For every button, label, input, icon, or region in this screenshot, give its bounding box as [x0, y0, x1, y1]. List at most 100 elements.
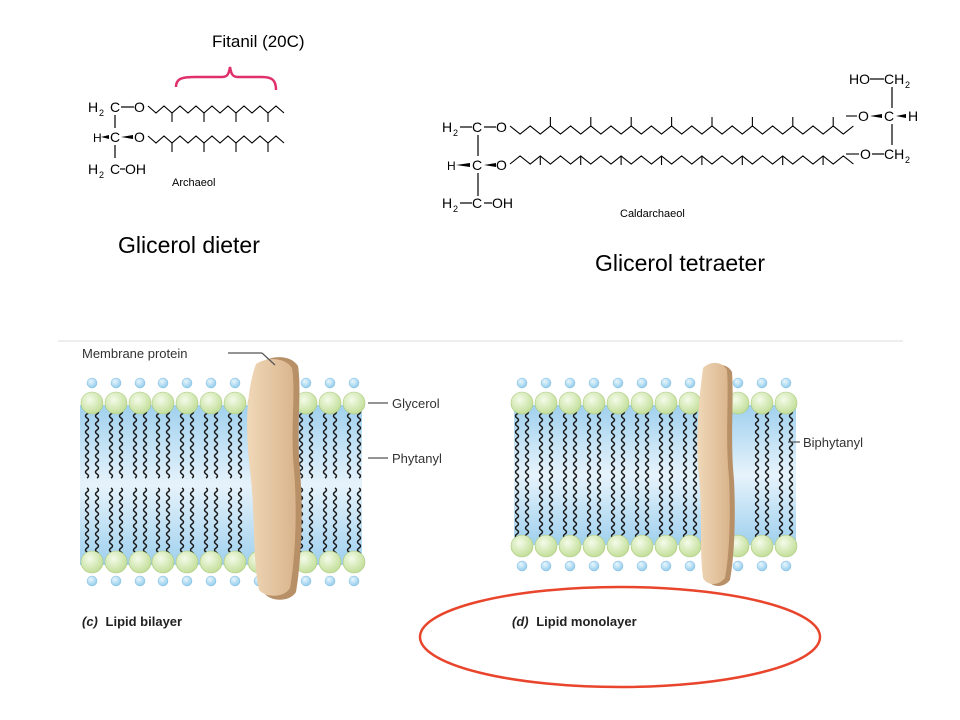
blue-head-bead: [660, 377, 672, 389]
wedge: [896, 114, 906, 118]
phytanyl-tail-lower: [237, 487, 243, 557]
glycerol-head: [223, 391, 247, 415]
biphytanyl-tail: [644, 409, 650, 539]
bilayer-membrane-body: [80, 405, 362, 565]
glycerol-head: [104, 391, 128, 415]
phytanyl-tail-lower: [203, 487, 209, 557]
glycerol-head: [199, 550, 223, 574]
archaeol-h-bot: H: [88, 161, 98, 177]
phytanyl-tail-lower: [227, 487, 233, 557]
blue-head-bead: [732, 560, 744, 572]
glycerol-head: [558, 391, 582, 415]
glycerol-head: [750, 534, 774, 558]
phytanyl-tail-lower: [94, 487, 100, 557]
glycerol-head: [104, 550, 128, 574]
blue-head-bead: [732, 377, 744, 389]
biphytanyl-tail: [548, 409, 554, 539]
phytanyl-tail-upper: [84, 409, 90, 479]
phytanyl-tail-upper: [213, 409, 219, 479]
monolayer-membrane-protein: [697, 362, 730, 584]
glycerol-head: [774, 391, 798, 415]
biphytanyl-tail: [562, 409, 568, 539]
glycerol-head: [774, 534, 798, 558]
biphytanyl-tail: [778, 409, 784, 539]
blue-head-bead: [348, 575, 360, 587]
phytanyl-tail-upper: [308, 409, 314, 479]
phytanyl-tail-lower: [189, 487, 195, 557]
blue-head-bead: [134, 575, 146, 587]
cald-h-mid: H: [447, 159, 456, 173]
cald-chain-bot: [509, 155, 854, 165]
glycerol-head: [510, 534, 534, 558]
cald-o-mid: O: [496, 157, 507, 173]
glycerol-head: [534, 534, 558, 558]
glycerol-head: [630, 391, 654, 415]
glycerol-head: [80, 391, 104, 415]
cald-ho: HO: [849, 71, 870, 87]
glycerol-head: [582, 534, 606, 558]
phytanyl-tail-lower: [179, 487, 185, 557]
archaeol-label: Archaeol: [172, 177, 215, 189]
monolayer-caption-letter: (d): [512, 614, 529, 629]
biphytanyl-tail: [764, 409, 770, 539]
glycerol-head: [151, 550, 175, 574]
archaeol-sub-2-top: 2: [99, 108, 104, 118]
biphytanyl-tail: [610, 409, 616, 539]
phytanyl-tail-upper: [237, 409, 243, 479]
blue-head-bead: [86, 575, 98, 587]
glycerol-head: [223, 550, 247, 574]
phytanyl-tail-upper: [189, 409, 195, 479]
membrane-protein-leader-end: [261, 352, 276, 366]
glycerol-head: [342, 391, 366, 415]
phytanyl-tail-upper: [142, 409, 148, 479]
blue-head-bead: [516, 377, 528, 389]
glycerol-head: [151, 391, 175, 415]
blue-head-bead: [756, 560, 768, 572]
blue-head-bead: [86, 377, 98, 389]
cald-c-top: C: [472, 119, 482, 135]
dieter-caption: Glicerol dieter: [118, 232, 260, 258]
blue-head-bead: [110, 575, 122, 587]
glycerol-head: [678, 391, 702, 415]
phytanyl-tail-upper: [165, 409, 171, 479]
glycerol-head: [199, 391, 223, 415]
glycerol-head: [750, 391, 774, 415]
glycerol-head: [654, 534, 678, 558]
biphytanyl-tail: [658, 409, 664, 539]
monolayer-membrane-body: [514, 405, 796, 545]
archaeol-h-top: H: [88, 99, 98, 115]
phytanyl-tail-lower: [332, 487, 338, 557]
cald-h-r: H: [908, 108, 918, 124]
blue-head-bead: [134, 377, 146, 389]
archaeol-chains: [147, 105, 285, 152]
cald-o-top: O: [496, 119, 507, 135]
phytanyl-tail-upper: [118, 409, 124, 479]
blue-head-bead: [300, 377, 312, 389]
wedge: [456, 163, 470, 167]
blue-head-bead: [588, 560, 600, 572]
fitanil-label: Fitanil (20C): [212, 32, 305, 51]
phytanyl-tail-upper: [108, 409, 114, 479]
blue-head-bead: [324, 377, 336, 389]
cald-sub-2-top: 2: [453, 128, 458, 138]
glycerol-label: Glycerol: [392, 396, 440, 411]
glycerol-head: [175, 550, 199, 574]
glycerol-head: [582, 391, 606, 415]
cald-o-r1: O: [858, 108, 869, 124]
tetraeter-caption: Glicerol tetraeter: [595, 250, 765, 276]
blue-head-bead: [157, 575, 169, 587]
bilayer-caption: (c) Lipid bilayer: [82, 614, 182, 629]
blue-head-bead: [684, 377, 696, 389]
blue-head-bead: [540, 560, 552, 572]
wedge: [101, 135, 109, 139]
cald-chain-top: [509, 125, 854, 135]
blue-head-bead: [780, 377, 792, 389]
monolayer-glycerol-heads: [510, 377, 798, 572]
phytanyl-tail-upper: [322, 409, 328, 479]
blue-head-bead: [229, 377, 241, 389]
blue-head-bead: [588, 377, 600, 389]
biphytanyl-tail: [514, 409, 520, 539]
